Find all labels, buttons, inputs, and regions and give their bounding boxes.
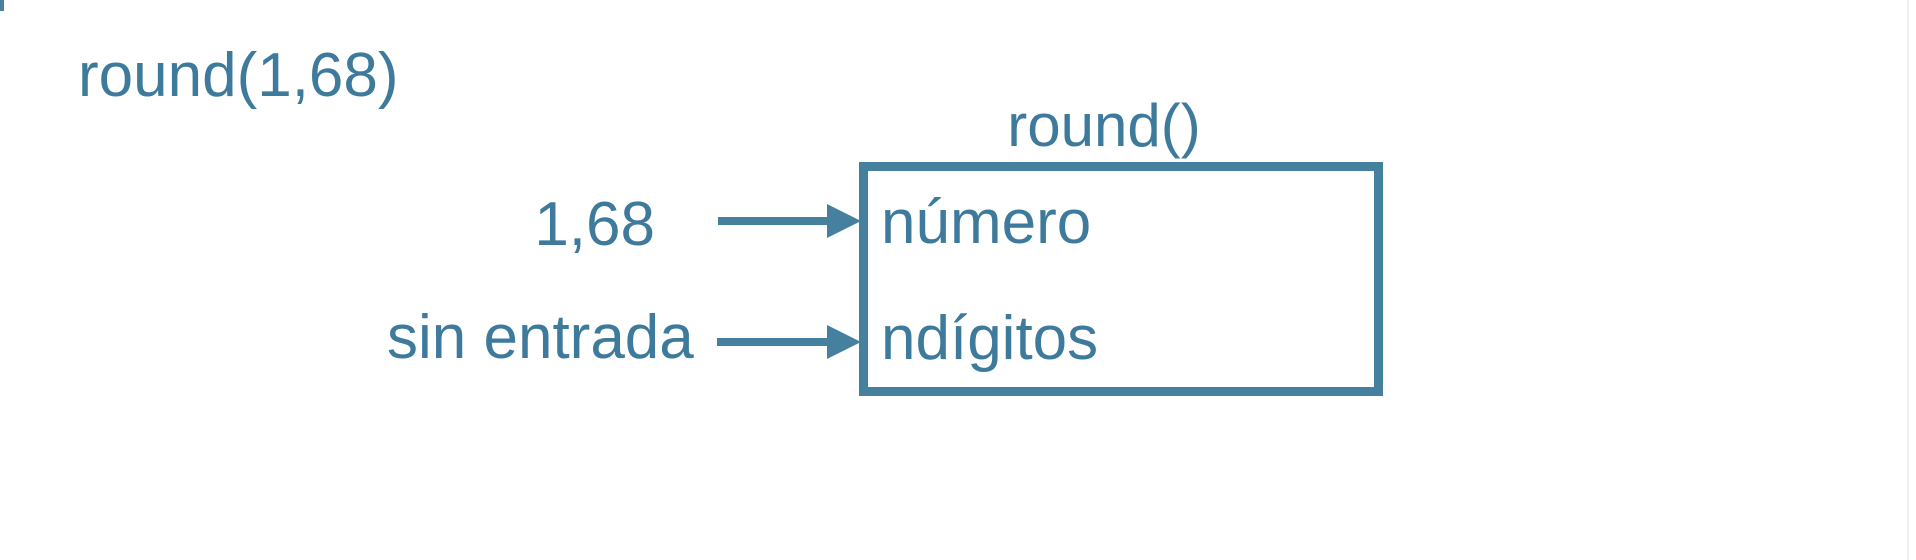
input-arrow-numero bbox=[718, 204, 861, 238]
function-box-title: round() bbox=[1007, 92, 1201, 159]
right-edge-line bbox=[1907, 0, 1909, 560]
function-box bbox=[859, 162, 1383, 396]
arrowhead-icon bbox=[827, 325, 861, 359]
input-value-label: 1,68 bbox=[534, 190, 655, 259]
input-value-label: sin entrada bbox=[387, 303, 694, 372]
top-left-artifact bbox=[0, 0, 4, 11]
function-call-label: round(1,68) bbox=[78, 41, 399, 110]
arrowhead-icon bbox=[827, 204, 861, 238]
parameter-label-numero: número bbox=[881, 188, 1092, 257]
parameter-label-ndigitos: ndígitos bbox=[881, 304, 1099, 373]
input-arrow-ndigitos bbox=[717, 325, 861, 359]
